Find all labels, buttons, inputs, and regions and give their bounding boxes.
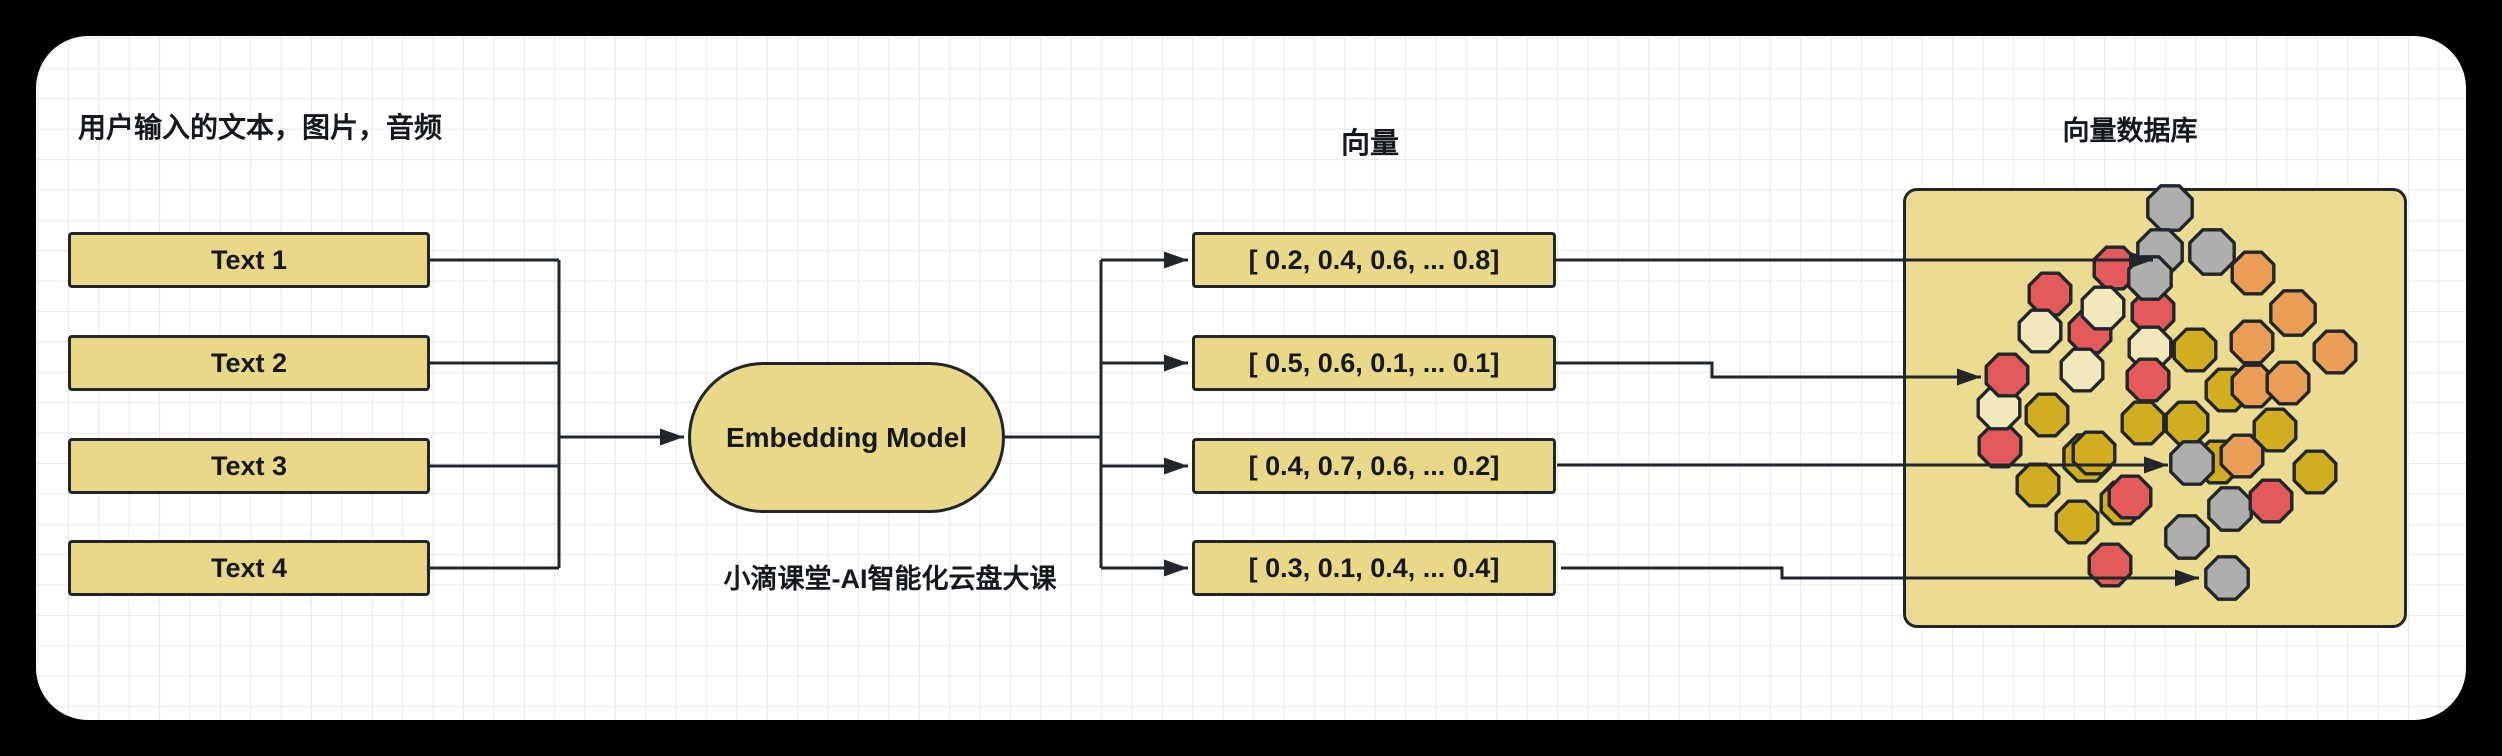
vector-box-4: [ 0.3, 0.1, 0.4, ... 0.4] xyxy=(1192,540,1556,596)
vector-box-3: [ 0.4, 0.7, 0.6, ... 0.2] xyxy=(1192,438,1556,494)
inputs-title: 用户输入的文本，图片，音频 xyxy=(78,112,443,143)
vectors-title: 向量 xyxy=(1340,128,1399,160)
input-box-1: Text 1 xyxy=(68,232,430,288)
input-box-2: Text 2 xyxy=(68,335,430,391)
vector-database-node xyxy=(1903,188,2407,628)
db-title: 向量数据库 xyxy=(2062,116,2198,146)
embedding-model-node: Embedding Model xyxy=(688,362,1005,513)
input-box-4: Text 4 xyxy=(68,540,430,596)
vector-box-2: [ 0.5, 0.6, 0.1, ... 0.1] xyxy=(1192,335,1556,391)
input-box-3: Text 3 xyxy=(68,438,430,494)
caption-text: 小滴课堂-AI智能化云盘大课 xyxy=(723,564,1057,594)
vector-box-1: [ 0.2, 0.4, 0.6, ... 0.8] xyxy=(1192,232,1556,288)
